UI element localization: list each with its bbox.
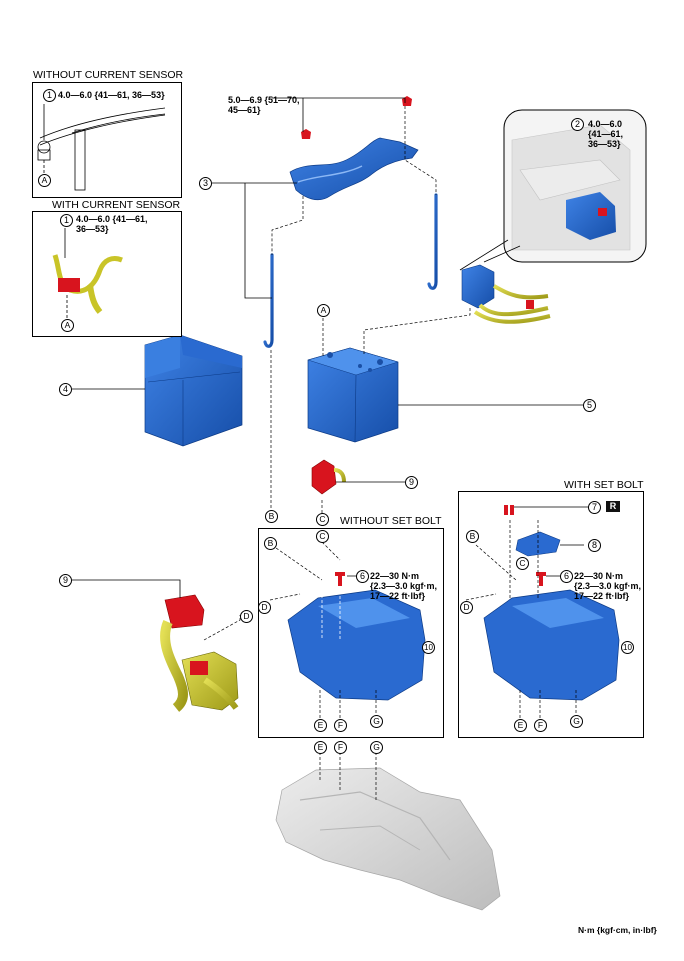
ref-f-3: F: [534, 719, 547, 732]
without-set-bolt-title: WITHOUT SET BOLT: [340, 515, 442, 527]
callout-10-a: 10: [422, 641, 435, 654]
negative-cable-sensor: [461, 264, 551, 324]
ref-d-3: D: [460, 601, 473, 614]
without-current-sensor-title: WITHOUT CURRENT SENSOR: [33, 69, 184, 81]
ref-g-3: G: [570, 715, 583, 728]
positive-terminal-cover: [311, 459, 346, 495]
callout-9-a: 9: [405, 476, 418, 489]
ref-a-3: A: [317, 304, 330, 317]
battery-hold-down-bracket: [289, 137, 419, 201]
torque-spec-hold-down: 5.0—6.9 {51—70, 45—61}: [228, 95, 300, 115]
ref-b-1: B: [265, 510, 278, 523]
callout-4: 4: [59, 383, 72, 396]
callout-7: 7: [588, 501, 601, 514]
torque-spec-1: 4.0—6.0 {41—61, 36—53}: [58, 90, 165, 100]
callout-9-b: 9: [59, 574, 72, 587]
ref-e-2: E: [314, 741, 327, 754]
callout-10-b: 10: [621, 641, 634, 654]
battery: [307, 347, 399, 443]
torque-spec-6-a: 22—30 N·m {2.3—3.0 kgf·m, 17—22 ft·lbf}: [370, 571, 438, 601]
with-current-sensor-title: WITH CURRENT SENSOR: [52, 199, 181, 211]
with-set-bolt-box: [458, 491, 644, 738]
ref-c-2: C: [316, 530, 329, 543]
callout-3: 3: [199, 177, 212, 190]
callout-2: 2: [571, 118, 584, 131]
ref-b-3: B: [466, 530, 479, 543]
hold-down-nuts: [301, 96, 412, 139]
ref-f-2: F: [334, 741, 347, 754]
ref-f-1: F: [334, 719, 347, 732]
ref-a-1: A: [38, 174, 51, 187]
ref-c-1: C: [316, 513, 329, 526]
ref-d-2: D: [240, 610, 253, 623]
vehicle-body-panel: [275, 767, 501, 911]
callout-6-b: 6: [560, 570, 573, 583]
ref-d-1: D: [258, 601, 271, 614]
ref-c-3: C: [516, 557, 529, 570]
ref-a-2: A: [61, 319, 74, 332]
torque-spec-1-sensor: 4.0—6.0 {41—61, 36—53}: [76, 214, 148, 234]
ref-g-1: G: [370, 715, 383, 728]
leader-lines: [72, 97, 620, 649]
ref-e-1: E: [314, 719, 327, 732]
battery-cover: [144, 334, 243, 447]
hold-down-j-bolts: [263, 193, 438, 348]
with-set-bolt-title: WITH SET BOLT: [564, 479, 644, 491]
replace-badge: R: [606, 501, 620, 512]
callout-1-sensor: 1: [60, 214, 73, 227]
callout-6-a: 6: [356, 570, 369, 583]
ref-g-2: G: [370, 741, 383, 754]
callout-1: 1: [43, 89, 56, 102]
zoom-detail: [459, 109, 647, 271]
torque-spec-6-b: 22—30 N·m {2.3—3.0 kgf·m, 17—22 ft·lbf}: [574, 571, 642, 601]
ref-b-2: B: [264, 537, 277, 550]
without-set-bolt-box: [258, 528, 444, 738]
torque-spec-2: 4.0—6.0 {41—61, 36—53}: [588, 119, 624, 149]
ref-e-3: E: [514, 719, 527, 732]
callout-8: 8: [588, 539, 601, 552]
positive-cable-assembly: [160, 594, 239, 712]
units-note: N·m {kgf·cm, in·lbf}: [578, 925, 657, 935]
callout-5: 5: [583, 399, 596, 412]
